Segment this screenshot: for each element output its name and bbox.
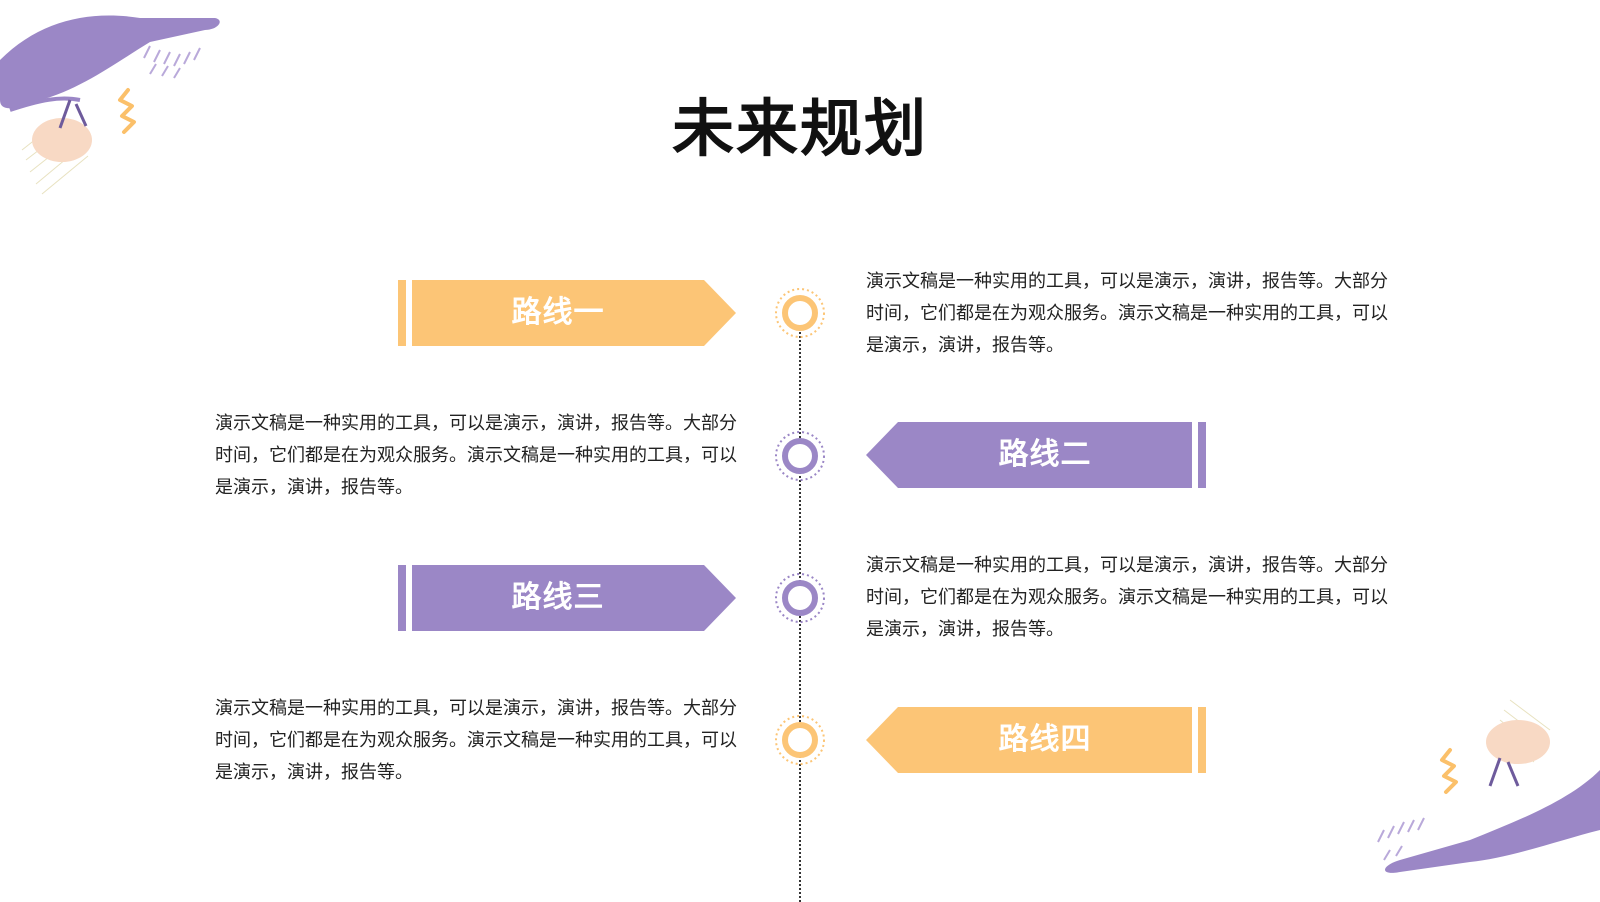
arrow-right-shape <box>398 565 736 631</box>
route-banner-2: 路线二 <box>866 422 1206 488</box>
route-description-4: 演示文稿是一种实用的工具，可以是演示，演讲，报告等。大部分时间，它们都是在为观众… <box>215 698 737 783</box>
route-label-3: 路线三 <box>511 580 605 615</box>
route-banner-1: 路线一 <box>398 280 738 346</box>
timeline-node-4 <box>775 715 825 765</box>
route-description-2: 演示文稿是一种实用的工具，可以是演示，演讲，报告等。大部分时间，它们都是在为观众… <box>215 413 737 498</box>
route-label-1: 路线一 <box>511 295 605 330</box>
page-title: 未来规划 <box>671 92 928 165</box>
arrow-left-shape <box>866 422 1206 488</box>
timeline-node-3 <box>775 573 825 623</box>
timeline-node-1 <box>775 288 825 338</box>
route-label-2: 路线二 <box>998 437 1092 472</box>
route-banner-3: 路线三 <box>398 565 738 631</box>
route-description-1: 演示文稿是一种实用的工具，可以是演示，演讲，报告等。大部分时间，它们都是在为观众… <box>866 271 1388 356</box>
arrow-left-shape <box>866 707 1206 773</box>
brush-decoration-bottom-right <box>1377 699 1600 873</box>
timeline-node-2 <box>775 431 825 481</box>
arrow-right-shape <box>398 280 736 346</box>
brush-decoration-top-left <box>0 15 220 195</box>
route-label-4: 路线四 <box>998 722 1092 757</box>
route-description-3: 演示文稿是一种实用的工具，可以是演示，演讲，报告等。大部分时间，它们都是在为观众… <box>866 555 1388 640</box>
route-banner-4: 路线四 <box>866 707 1206 773</box>
